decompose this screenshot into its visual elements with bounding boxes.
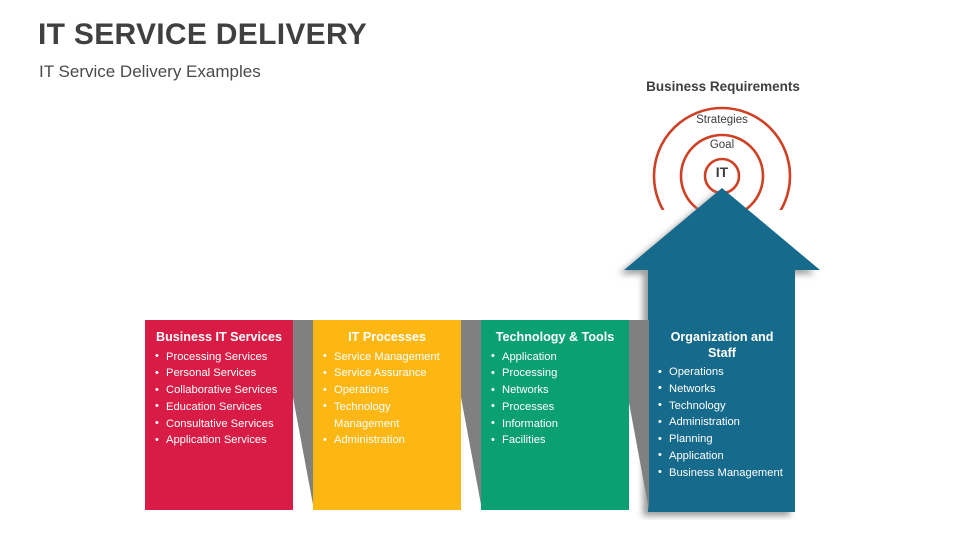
page-title: IT SERVICE DELIVERY — [38, 18, 368, 51]
ring-label-goal: Goal — [709, 139, 735, 151]
column-item-list: Service Management Service Assurance Ope… — [321, 348, 453, 450]
ring-label-it: IT — [715, 164, 729, 180]
list-item: Administration — [323, 432, 453, 449]
business-requirements-label: Business Requirements — [646, 79, 800, 94]
list-item: Application Services — [155, 432, 285, 449]
list-item: Facilities — [491, 432, 621, 449]
list-item: Service Assurance — [323, 365, 453, 382]
page-subtitle: IT Service Delivery Examples — [39, 62, 261, 81]
column-business-it-services[interactable]: Business IT Services Processing Services… — [145, 320, 293, 510]
list-item: Operations — [323, 382, 453, 399]
list-item: Service Management — [323, 348, 453, 366]
list-item: Technology — [658, 397, 788, 415]
list-item: Business Management — [658, 464, 788, 482]
column-title: Business IT Services — [155, 330, 282, 344]
list-item: Networks — [491, 382, 621, 399]
column-item-list: Processing Services Personal Services Co… — [153, 348, 285, 450]
list-item: Consultative Services — [155, 415, 285, 433]
list-item: Networks — [658, 380, 788, 398]
list-item: Administration — [658, 414, 788, 431]
column-technology-and-tools[interactable]: Technology & Tools Application Processin… — [481, 320, 629, 510]
column-title: IT Processes — [348, 330, 426, 344]
list-item: Planning — [658, 431, 788, 448]
chevron-separator-3 — [627, 320, 649, 510]
chevron-separator-2 — [460, 320, 482, 510]
list-item: Application — [491, 348, 621, 366]
column-title: Technology & Tools — [495, 330, 615, 344]
column-organization-and-staff[interactable]: Organization and Staff Operations Networ… — [648, 320, 796, 518]
column-it-processes[interactable]: IT Processes Service Management Service … — [313, 320, 461, 510]
list-item: Processes — [491, 398, 621, 416]
list-item: Information — [491, 415, 621, 433]
column-item-list: Operations Networks Technology Administr… — [656, 364, 788, 482]
list-item: Education Services — [155, 398, 285, 416]
list-item: Personal Services — [155, 365, 285, 382]
ring-label-strategies: Strategies — [696, 114, 748, 126]
list-item: Operations — [658, 364, 788, 381]
list-item: Processing — [491, 365, 621, 382]
column-item-list: Application Processing Networks Processe… — [489, 348, 621, 450]
list-item: Technology Management — [323, 398, 453, 433]
list-item: Collaborative Services — [155, 382, 285, 399]
chevron-separator-1 — [292, 320, 314, 510]
list-item: Application — [658, 447, 788, 465]
column-title: Organization and Staff — [670, 330, 774, 360]
list-item: Processing Services — [155, 348, 285, 366]
